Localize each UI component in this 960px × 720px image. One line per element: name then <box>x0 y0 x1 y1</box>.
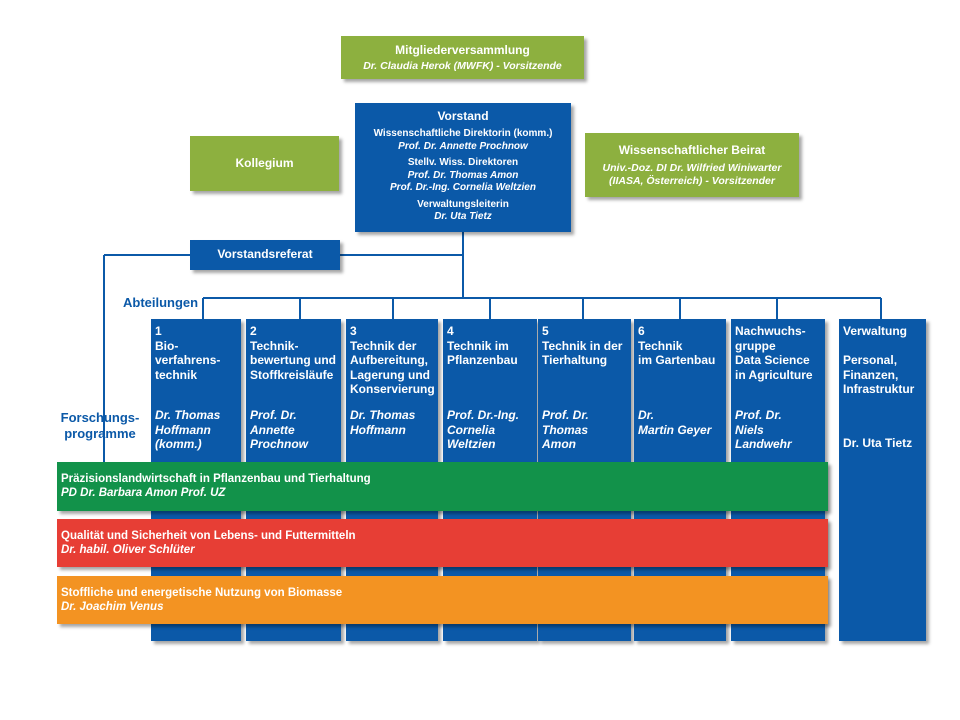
abteilungen-label: Abteilungen <box>123 295 199 310</box>
program-lead: Dr. habil. Oliver Schlüter <box>61 544 195 556</box>
program-title: Präzisionslandwirtschaft in Pflanzenbau … <box>61 473 371 485</box>
department-name: 6 Technik im Gartenbau <box>638 324 716 367</box>
department-head: Dr. Thomas Hoffmann (komm.) <box>155 408 221 451</box>
program-lead: PD Dr. Barbara Amon Prof. UZ <box>61 487 226 499</box>
department-head: Dr. Uta Tietz <box>843 436 913 450</box>
forschungsprogramme-label-line1: Forschungs- <box>60 410 140 425</box>
program-title: Qualität und Sicherheit von Lebens- und … <box>61 530 356 542</box>
program-precision-agriculture: Präzisionslandwirtschaft in Pflanzenbau … <box>57 462 828 511</box>
department-name: Nachwuchs- gruppe Data Science in Agricu… <box>735 324 813 382</box>
mitgliederversammlung-title: Mitgliederversammlung <box>395 43 530 57</box>
kollegium-box: Kollegium <box>190 136 339 191</box>
department-head: Dr. Thomas Hoffmann <box>350 408 416 437</box>
department-name: 3 Technik der Aufbereitung, Lagerung und… <box>350 324 435 396</box>
beirat-chair-line1: Univ.-Doz. DI Dr. Wilfried Winiwarter <box>602 162 782 174</box>
vorstand-role-deputies: Stellv. Wiss. Direktoren <box>407 157 519 168</box>
department-head: Prof. Dr. Niels Landwehr <box>735 408 792 451</box>
department-name: Verwaltung Personal, Finanzen, Infrastru… <box>843 324 915 396</box>
vorstand-person-deputy-2: Prof. Dr.-Ing. Cornelia Weltzien <box>390 182 536 193</box>
vorstandsreferat-box: Vorstandsreferat <box>190 240 340 270</box>
vorstandsreferat-title: Vorstandsreferat <box>217 247 313 261</box>
vorstand-person-director: Prof. Dr. Annette Prochnow <box>398 140 528 152</box>
department-head: Prof. Dr. Thomas Amon <box>542 408 589 451</box>
vorstand-person-admin: Dr. Uta Tietz <box>434 211 492 222</box>
department-name: 2 Technik- bewertung und Stoffkreisläufe <box>250 324 336 382</box>
department-name: 5 Technik in der Tierhaltung <box>542 324 623 367</box>
vorstand-box: Vorstand Wissenschaftliche Direktorin (k… <box>355 103 571 232</box>
department-head: Prof. Dr.-Ing. Cornelia Weltzien <box>447 408 519 451</box>
forschungsprogramme-label-line2: programme <box>64 426 136 441</box>
program-biomass: Stoffliche und energetische Nutzung von … <box>57 576 828 624</box>
program-food-quality: Qualität und Sicherheit von Lebens- und … <box>57 519 828 567</box>
program-title: Stoffliche und energetische Nutzung von … <box>61 587 343 599</box>
program-lead: Dr. Joachim Venus <box>61 601 164 613</box>
mitgliederversammlung-chair: Dr. Claudia Herok (MWFK) - Vorsitzende <box>363 60 562 72</box>
vorstand-role-admin: Verwaltungsleiterin <box>417 198 509 210</box>
beirat-box: Wissenschaftlicher Beirat Univ.-Doz. DI … <box>585 133 799 197</box>
vorstand-person-deputy-1: Prof. Dr. Thomas Amon <box>407 169 519 181</box>
kollegium-title: Kollegium <box>235 156 294 170</box>
department-name: 1 Bio- verfahrens- technik <box>155 324 221 382</box>
department-head: Dr. Martin Geyer <box>638 408 712 437</box>
beirat-chair-line2: (IIASA, Österreich) - Vorsitzender <box>609 175 775 187</box>
vorstand-role-director: Wissenschaftliche Direktorin (komm.) <box>373 128 553 139</box>
beirat-title: Wissenschaftlicher Beirat <box>618 143 766 157</box>
department-verwaltung: Verwaltung Personal, Finanzen, Infrastru… <box>839 319 926 641</box>
forschungsprogramme-label: Forschungs- programme <box>60 410 140 442</box>
department-head: Prof. Dr. Annette Prochnow <box>250 408 309 451</box>
department-name: 4 Technik im Pflanzenbau <box>447 324 518 367</box>
vorstand-title: Vorstand <box>437 109 489 123</box>
mitgliederversammlung-box: Mitgliederversammlung Dr. Claudia Herok … <box>341 36 584 79</box>
